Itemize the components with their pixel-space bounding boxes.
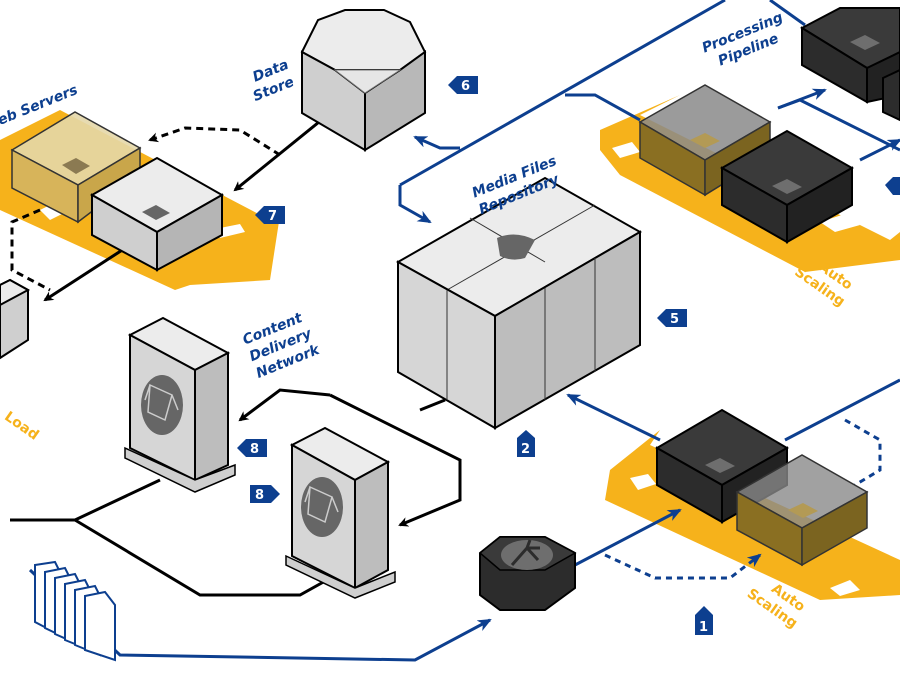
media-files-repository[interactable] [395,176,643,430]
chip-icon [62,158,90,174]
chip-icon [850,35,880,50]
cdn-edge-1[interactable] [124,316,236,493]
step-tag-8a[interactable]: 8 [237,439,267,457]
bucket-icon [497,234,535,260]
step-tag-8b[interactable]: 8 [250,485,280,503]
label-data-store: Data Store [250,57,296,105]
chip-icon [772,179,802,194]
svg-text:Load: Load [1,409,41,444]
step-tag-2[interactable]: 2 [517,430,535,457]
blue-dashed-connections [604,418,882,580]
black-dashed-connections [10,126,281,292]
chip-icon [705,458,735,473]
label-cdn: Content Delivery Network [240,310,323,382]
data-store[interactable] [300,9,427,152]
globe-mesh-icon [301,477,343,537]
svg-text:7: 7 [268,209,277,224]
step-tag-7[interactable]: 7 [255,206,285,224]
load-balancer-partial[interactable] [0,278,31,360]
processing-instance[interactable] [719,129,855,244]
svg-text:8: 8 [255,488,264,503]
web-server[interactable] [89,156,225,272]
step-tag-1[interactable]: 1 [695,606,713,635]
load-balancer[interactable] [478,536,577,611]
ingest-ghost [735,454,869,567]
svg-text:2: 2 [521,442,530,457]
label-processing-pipeline: Processing Pipeline [700,10,785,70]
step-tag-4-partial[interactable] [885,177,900,195]
document-stack [34,560,116,662]
processing-worker-top[interactable] [799,7,900,122]
label-load-balancer: Load [1,409,41,444]
svg-text:8: 8 [250,442,259,457]
svg-text:1: 1 [699,620,708,635]
svg-text:6: 6 [461,79,470,94]
svg-text:5: 5 [670,312,679,327]
globe-mesh-icon [141,375,183,435]
cdn-edge-2[interactable] [285,426,396,599]
step-tag-5[interactable]: 5 [657,309,687,327]
chip-icon [142,205,170,220]
step-tag-6[interactable]: 6 [448,76,478,94]
